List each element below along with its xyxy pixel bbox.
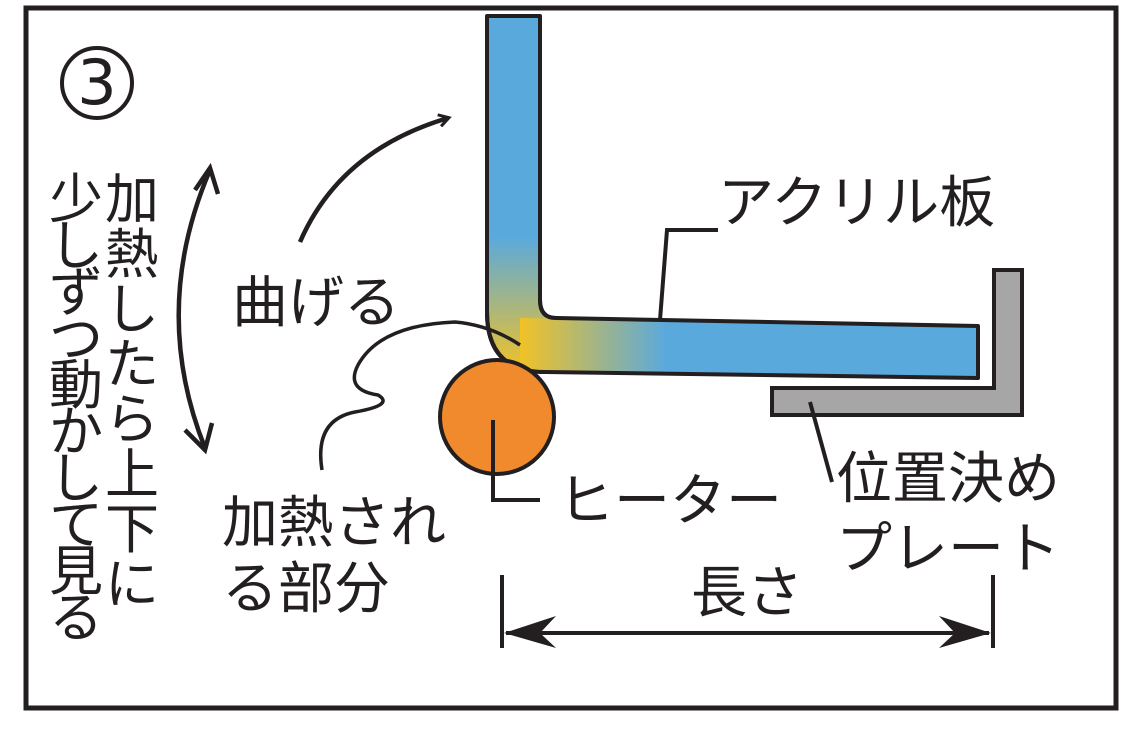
heater-leader — [491, 420, 540, 502]
positioning-plate — [770, 268, 1024, 417]
positioning-plate-label-line1: 位置決め — [836, 447, 1060, 512]
instruction-column-right: 加熱したら上下に — [105, 168, 159, 616]
heater-label: ヒーター — [558, 469, 782, 534]
instruction-text-left: 少しずつ動かして見る — [49, 168, 103, 650]
length-arrowhead-left — [504, 616, 556, 648]
up-down-arrowhead-bottom — [183, 422, 215, 455]
length-arrowhead-right — [939, 616, 991, 648]
up-down-arrowhead-top — [193, 162, 221, 195]
instruction-text-right: 加熱したら上下に — [105, 168, 159, 616]
length-label: 長さ — [691, 561, 803, 626]
acrylic-plate-horizontal-outline — [544, 316, 980, 380]
instruction-column-left: 少しずつ動かして見る — [49, 168, 103, 650]
up-down-arrow — [176, 169, 213, 449]
heated-part-label-line1: 加熱され — [222, 491, 446, 556]
bend-arrow — [297, 118, 448, 243]
acrylic-plate-label: アクリル板 — [718, 171, 995, 236]
step-number: 3 — [77, 46, 116, 119]
heated-part-label-line2: る部分 — [222, 557, 390, 622]
bend-label: 曲げる — [232, 271, 400, 336]
positioning-plate-leader — [808, 401, 834, 483]
acrylic-plate-horizontal — [520, 318, 978, 378]
step-circle — [60, 46, 134, 120]
heater-circle — [438, 358, 556, 476]
positioning-plate-label-line2: プレート — [836, 517, 1060, 582]
acrylic-plate-leader — [658, 228, 718, 321]
heated-part-callout — [319, 320, 521, 471]
